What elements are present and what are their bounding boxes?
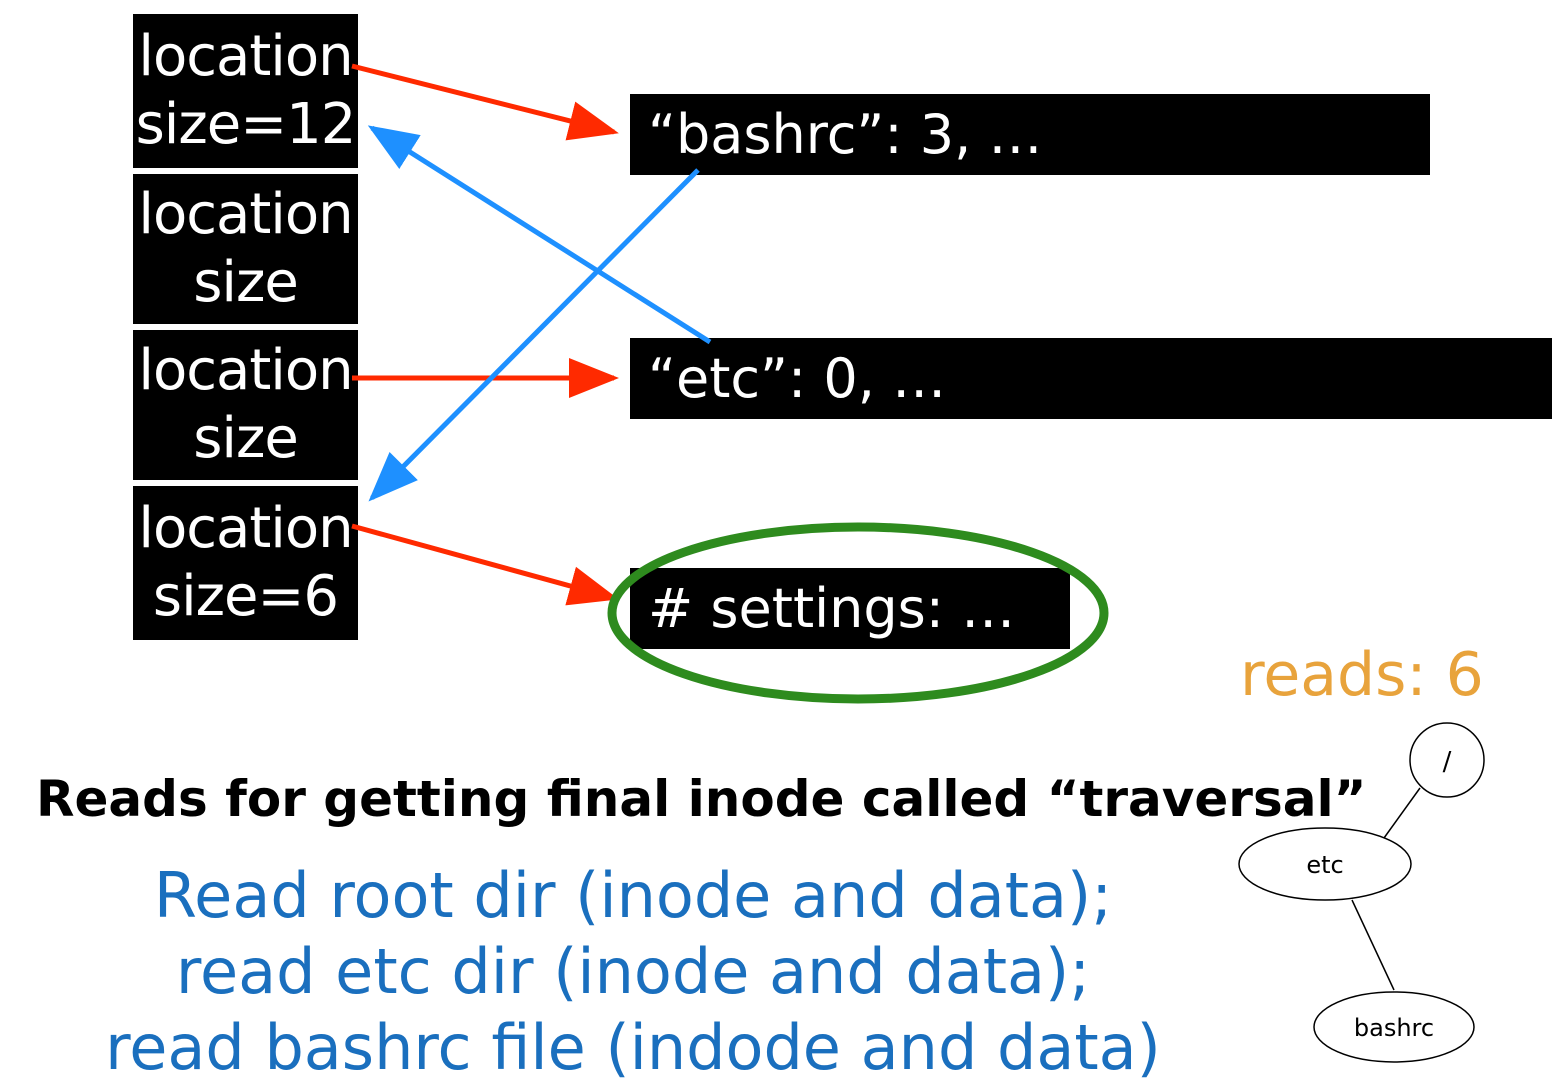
- tree-label-root: /: [1443, 747, 1452, 777]
- etc-dir-block: “etc”: 0, …: [630, 338, 1552, 419]
- step-read-root: Read root dir (inode and data);: [153, 859, 1113, 932]
- root-dir-block: “bashrc”: 3, …: [630, 94, 1430, 175]
- inode-3: location size=6: [133, 486, 358, 640]
- traversal-steps: Read root dir (inode and data); read etc…: [0, 858, 1266, 1086]
- traversal-heading: Reads for getting final inode called “tr…: [36, 770, 1367, 828]
- bashrc-file-content: # settings: …: [648, 577, 1016, 640]
- inode-2-size: size: [193, 406, 299, 471]
- entry-arrow-etc-to-inode0: [367, 125, 712, 345]
- tree-label-etc: etc: [1306, 851, 1343, 879]
- inode-1-location: location: [138, 182, 353, 247]
- inode-0-location: location: [138, 24, 353, 89]
- tree-node-bashrc: [1313, 991, 1475, 1063]
- etc-dir-entry: “etc”: 0, …: [648, 347, 947, 410]
- reads-counter: reads: 6: [1240, 640, 1484, 710]
- tree-node-root: [1409, 722, 1485, 798]
- inode-1: location size: [133, 174, 358, 324]
- tree-edge-etc-bashrc: [1351, 899, 1395, 991]
- tree-edge-root-etc: [1383, 787, 1421, 839]
- bashrc-file-block: # settings: …: [630, 568, 1070, 649]
- entry-arrow-bashrc-to-inode3: [368, 168, 700, 502]
- inode-2-location: location: [138, 338, 353, 403]
- inode-2: location size: [133, 330, 358, 480]
- step-read-etc: read etc dir (inode and data);: [175, 935, 1091, 1008]
- step-read-bashrc: read bashrc file (indode and data): [105, 1011, 1161, 1084]
- inode-3-location: location: [138, 496, 353, 561]
- pointer-arrow-inode3-to-file: [351, 523, 619, 606]
- tree-node-etc: [1238, 827, 1412, 901]
- inode-1-size: size: [193, 250, 299, 315]
- root-dir-entry: “bashrc”: 3, …: [648, 103, 1043, 166]
- inode-0-size: size=12: [135, 92, 357, 157]
- pointer-arrow-inode0-to-root: [351, 63, 619, 141]
- tree-label-bashrc: bashrc: [1354, 1014, 1434, 1042]
- inode-3-size: size=6: [152, 564, 339, 629]
- inode-0: location size=12: [133, 14, 358, 168]
- highlight-ellipse: [607, 522, 1109, 704]
